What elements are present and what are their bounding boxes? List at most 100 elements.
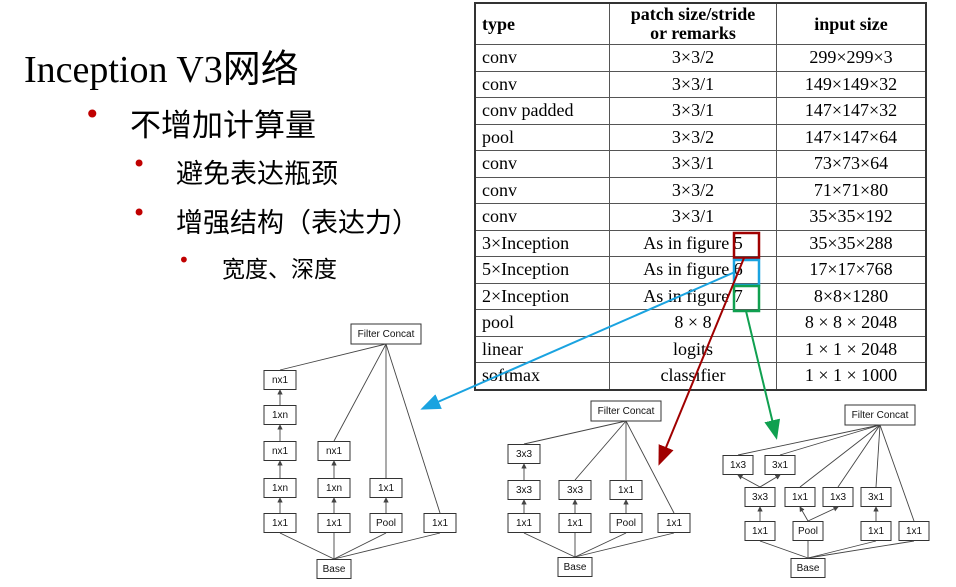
- diagram-node: 3x1: [860, 487, 892, 507]
- diagram-node: 1x3: [722, 455, 754, 475]
- cell-patch: 3×3/2: [609, 176, 777, 204]
- diagram-edge: [333, 343, 387, 442]
- filter-concat-node: Filter Concat: [350, 323, 422, 345]
- diagram-node: 3x1: [764, 455, 796, 475]
- table-header-input: input size: [776, 2, 927, 45]
- svg-text:1x1: 1x1: [666, 518, 683, 529]
- svg-text:Filter Concat: Filter Concat: [358, 329, 415, 340]
- diagram-node: 1x1: [369, 478, 403, 498]
- svg-text:1x1: 1x1: [792, 492, 809, 503]
- cell-type: pool: [474, 123, 610, 151]
- cell-input: 147×147×32: [776, 97, 927, 125]
- diagram-node: Pool: [369, 513, 403, 533]
- svg-text:Pool: Pool: [798, 526, 818, 537]
- base-node: Base: [316, 559, 352, 579]
- cell-input: 147×147×64: [776, 123, 927, 151]
- diagram-node: 1x1: [423, 513, 457, 533]
- diagram-node: 1x1: [609, 480, 643, 500]
- base-node: Base: [790, 558, 826, 578]
- figure-pointer-arrow: [745, 310, 781, 440]
- diagram-edge: [523, 532, 576, 558]
- cell-patch: logits: [609, 335, 777, 363]
- svg-text:1x1: 1x1: [326, 518, 343, 529]
- svg-text:Filter Concat: Filter Concat: [852, 410, 909, 421]
- bullet-text: 增强结构（表达力）: [176, 208, 419, 239]
- svg-text:1x1: 1x1: [618, 485, 635, 496]
- diagram-node: 1x1: [657, 513, 691, 533]
- svg-text:1x1: 1x1: [752, 526, 769, 537]
- diagram-edge: [574, 532, 627, 558]
- svg-text:1xn: 1xn: [272, 483, 288, 494]
- cell-type: linear: [474, 335, 610, 363]
- diagram-edge: [737, 424, 881, 456]
- cell-input: 1 × 1 × 1000: [776, 362, 927, 390]
- diagram-node: nx1: [317, 441, 351, 461]
- svg-text:nx1: nx1: [272, 446, 289, 457]
- svg-text:Pool: Pool: [376, 518, 396, 529]
- diagram-edge: [574, 420, 627, 481]
- svg-text:1x1: 1x1: [868, 526, 885, 537]
- figure-highlight-box: [732, 284, 761, 313]
- cell-type: softmax: [474, 362, 610, 390]
- svg-text:1x1: 1x1: [378, 483, 395, 494]
- diagram-node: 3x3: [507, 480, 541, 500]
- cell-input: 8×8×1280: [776, 282, 927, 310]
- svg-text:1xn: 1xn: [326, 483, 342, 494]
- diagram-edge: [875, 424, 881, 488]
- diagram-node: 1x1: [558, 513, 592, 533]
- svg-text:1x1: 1x1: [567, 518, 584, 529]
- diagram-edge: [799, 506, 809, 522]
- svg-text:1x1: 1x1: [516, 518, 533, 529]
- cell-patch: classifier: [609, 362, 777, 390]
- diagram-node: 1x1: [898, 521, 930, 541]
- bullet-level3: • 宽度、深度: [178, 248, 337, 284]
- architecture-table: type patch size/stride or remarks input …: [474, 2, 927, 391]
- diagram-node: 3x3: [558, 480, 592, 500]
- svg-text:nx1: nx1: [326, 446, 343, 457]
- figure-highlight-box: [732, 231, 761, 260]
- svg-text:1x1: 1x1: [906, 526, 923, 537]
- diagram-node: Pool: [792, 521, 824, 541]
- table-header-patch: patch size/stride or remarks: [609, 2, 777, 45]
- diagram-edge: [333, 532, 441, 560]
- diagram-edge: [807, 540, 877, 559]
- diagram-edge: [799, 424, 881, 488]
- svg-text:Filter Concat: Filter Concat: [598, 406, 655, 417]
- cell-type: 2×Inception: [474, 282, 610, 310]
- slide-title: Inception V3网络: [24, 49, 299, 91]
- bullet-dot: •: [178, 248, 190, 272]
- cell-type: conv: [474, 70, 610, 98]
- diagram-edge: [625, 420, 675, 514]
- filter-concat-node: Filter Concat: [590, 400, 662, 422]
- diagram-node: 1xn: [317, 478, 351, 498]
- diagram-node: nx1: [263, 441, 297, 461]
- diagram-node: 1x3: [822, 487, 854, 507]
- svg-text:1xn: 1xn: [272, 410, 288, 421]
- figure-pointer-arrow: [658, 257, 745, 466]
- diagram-edge: [879, 424, 915, 522]
- bullet-dot: •: [132, 150, 147, 178]
- svg-text:Base: Base: [797, 563, 820, 574]
- diagram-edge: [807, 506, 839, 522]
- svg-text:3x3: 3x3: [567, 485, 584, 496]
- svg-text:3x3: 3x3: [516, 485, 533, 496]
- bullet-dot: •: [132, 199, 147, 227]
- diagram-edge: [574, 532, 675, 558]
- filter-concat-node: Filter Concat: [844, 404, 916, 426]
- cell-patch: 3×3/1: [609, 150, 777, 178]
- cell-input: 149×149×32: [776, 70, 927, 98]
- base-node: Base: [557, 557, 593, 577]
- svg-text:nx1: nx1: [272, 375, 289, 386]
- bullet-text: 宽度、深度: [222, 257, 337, 283]
- svg-text:Pool: Pool: [616, 518, 636, 529]
- diagram-node: 3x3: [507, 444, 541, 464]
- cell-type: conv: [474, 176, 610, 204]
- diagram-edge: [737, 474, 761, 488]
